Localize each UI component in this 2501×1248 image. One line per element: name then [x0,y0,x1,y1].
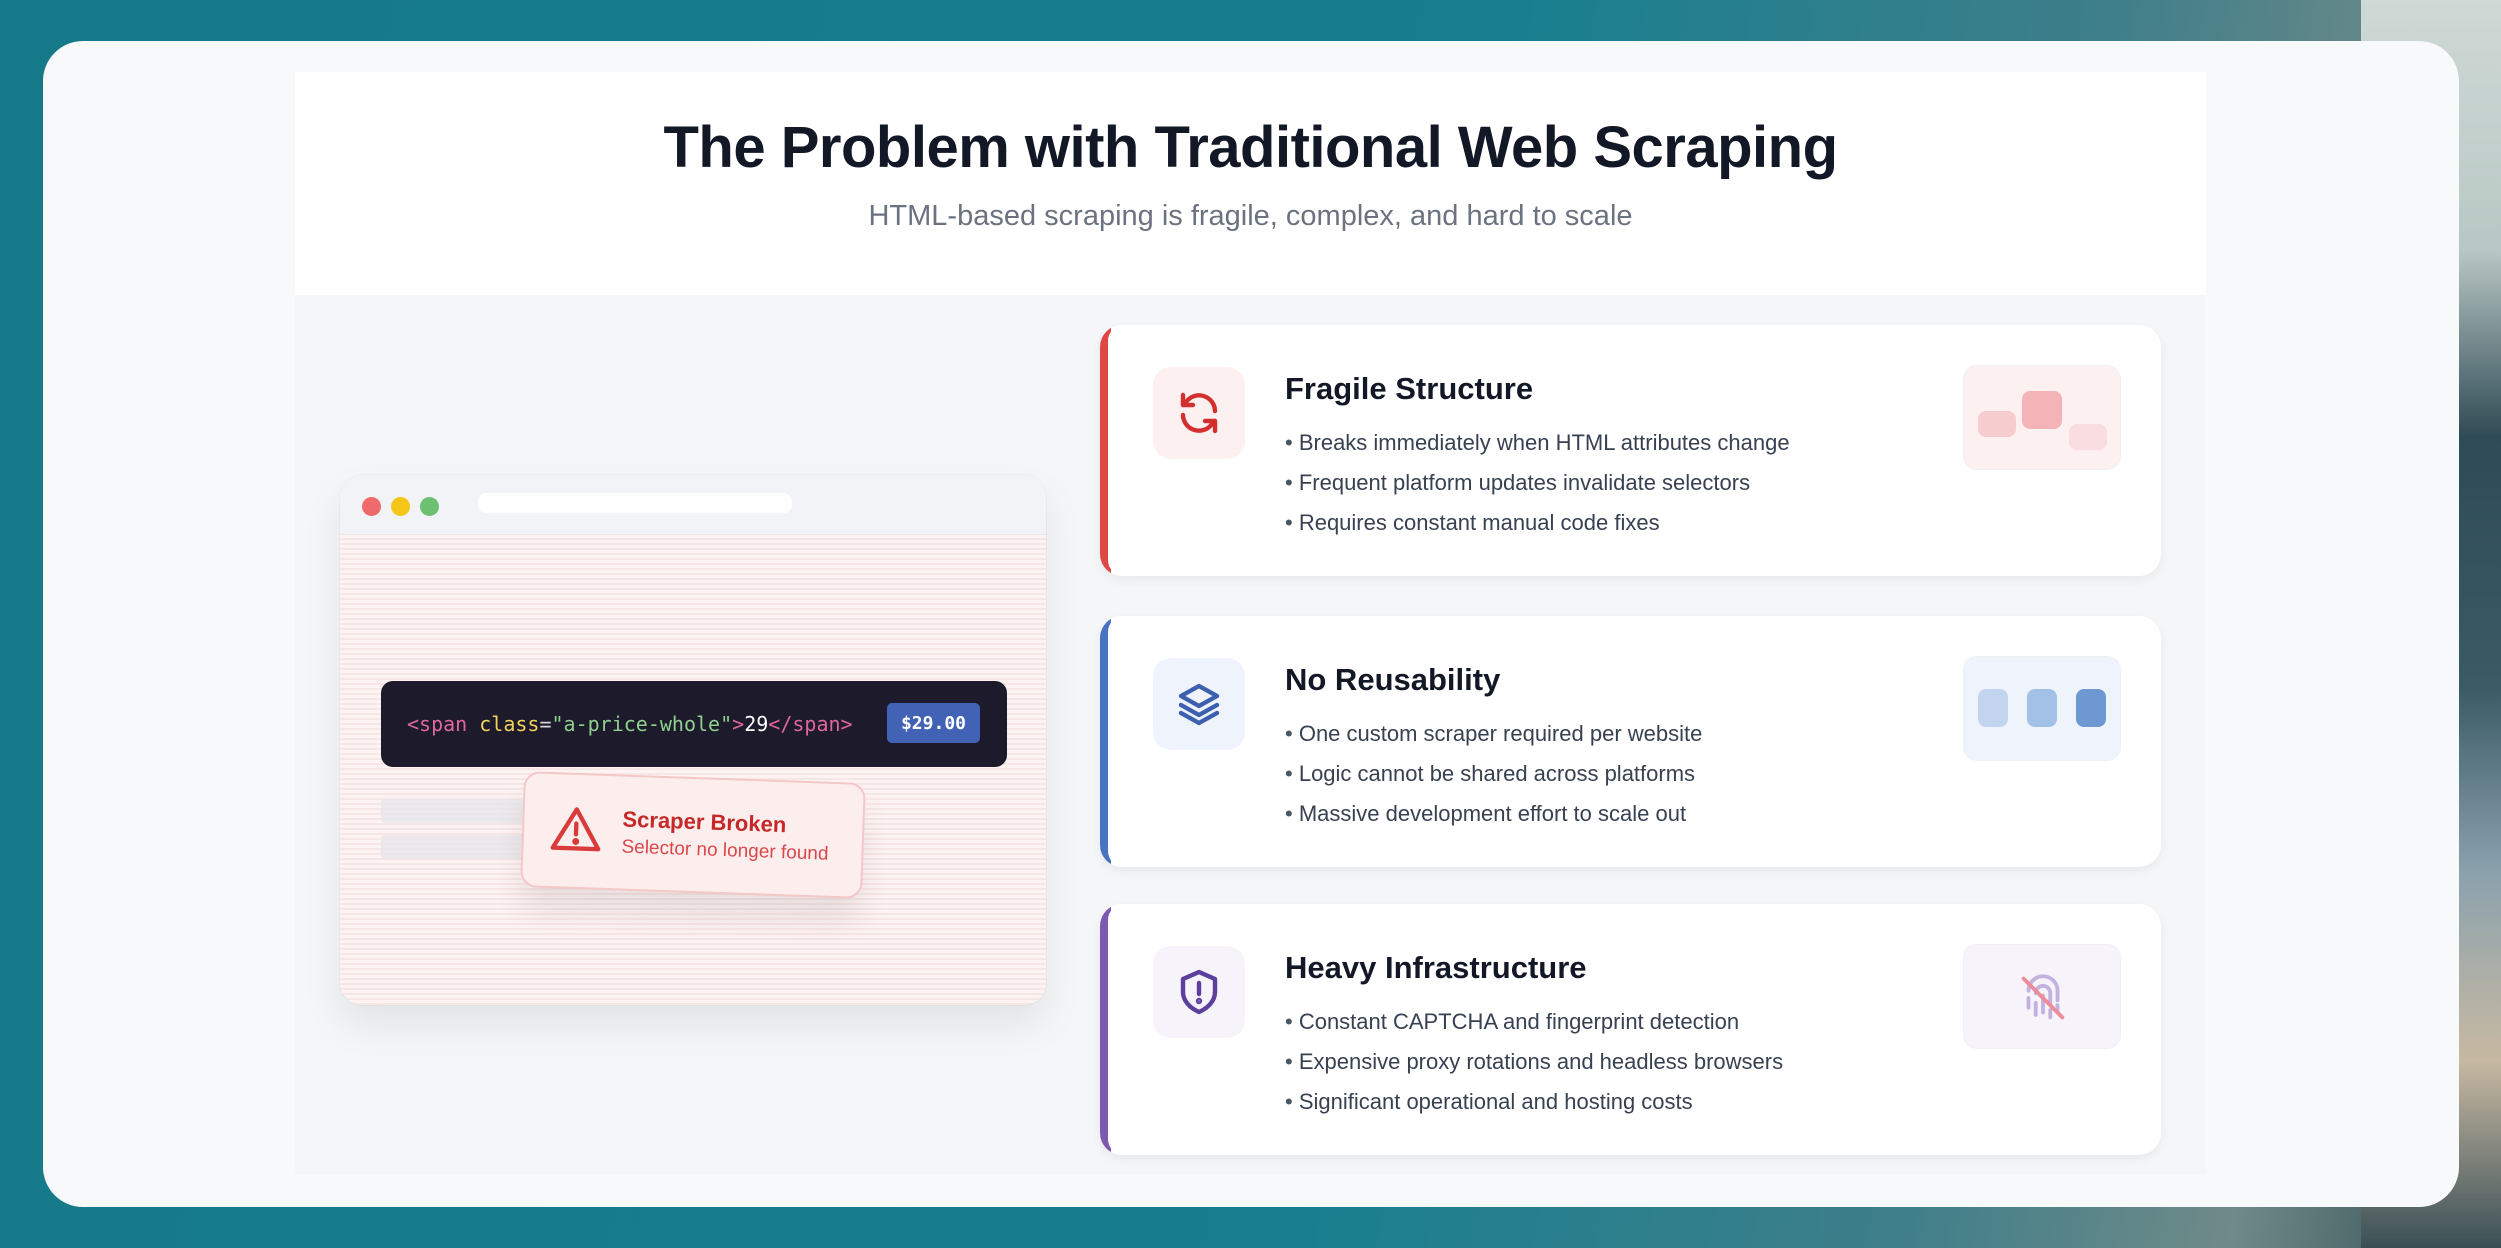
url-bar [478,493,792,513]
fingerprint-blocked-illustration [1963,944,2121,1049]
code-snippet: <span class="a-price-whole">29</span> $2… [381,681,1007,767]
card-bullet: Constant CAPTCHA and fingerprint detecti… [1285,1002,1783,1042]
card-title: Heavy Infrastructure [1285,950,1587,985]
problem-card-heavy-infrastructure: Heavy Infrastructure Constant CAPTCHA an… [1100,904,2161,1155]
browser-title-bar [340,475,1046,535]
code-attr-value: "a-price-whole" [551,712,733,736]
card-bullet: Expensive proxy rotations and headless b… [1285,1042,1783,1082]
code-end-tag: </span> [768,712,853,736]
header-panel: The Problem with Traditional Web Scrapin… [295,72,2206,295]
card-bullet-list: Constant CAPTCHA and fingerprint detecti… [1285,1002,1783,1122]
window-maximize-dot [420,497,439,516]
error-toast: Scraper Broken Selector no longer found [520,771,866,899]
page-title: The Problem with Traditional Web Scrapin… [663,115,1838,180]
card-bullet: Breaks immediately when HTML attributes … [1285,423,1790,463]
card-bullet: Massive development effort to scale out [1285,794,1702,834]
pipeline-blocks-illustration [1963,656,2121,761]
window-minimize-dot [391,497,410,516]
problem-card-fragile-structure: Fragile Structure Breaks immediately whe… [1100,325,2161,576]
code-text: 29 [744,712,769,736]
code-attr-name: class [467,712,540,736]
shield-alert-icon [1153,946,1245,1038]
scattered-blocks-illustration [1963,365,2121,470]
code-close-bracket: > [732,712,745,736]
card-bullet: One custom scraper required per website [1285,714,1703,754]
card-bullet-list: One custom scraper required per website … [1285,714,1703,834]
code-equals: = [539,712,552,736]
card-title: Fragile Structure [1285,371,1534,406]
warning-triangle-icon [549,804,603,859]
layers-icon [1153,658,1245,750]
card-bullet: Requires constant manual code fixes [1285,503,1790,543]
price-badge: $29.00 [886,703,980,743]
card-bullet: Significant operational and hosting cost… [1285,1082,1783,1122]
browser-mockup: <span class="a-price-whole">29</span> $2… [340,475,1046,1005]
toast-message: Selector no longer found [621,836,829,865]
page-subtitle: HTML-based scraping is fragile, complex,… [868,200,1633,232]
card-title: No Reusability [1285,662,1501,697]
window-close-dot [362,497,381,516]
card-bullet: Frequent platform updates invalidate sel… [1285,463,1790,503]
code-open-tag: <span [407,712,468,736]
refresh-icon [1153,367,1245,459]
problem-card-no-reusability: No Reusability One custom scraper requir… [1100,616,2161,867]
card-bullet: Logic cannot be shared across platforms [1285,754,1702,794]
card-bullet-list: Breaks immediately when HTML attributes … [1285,423,1790,543]
toast-title: Scraper Broken [622,806,787,838]
